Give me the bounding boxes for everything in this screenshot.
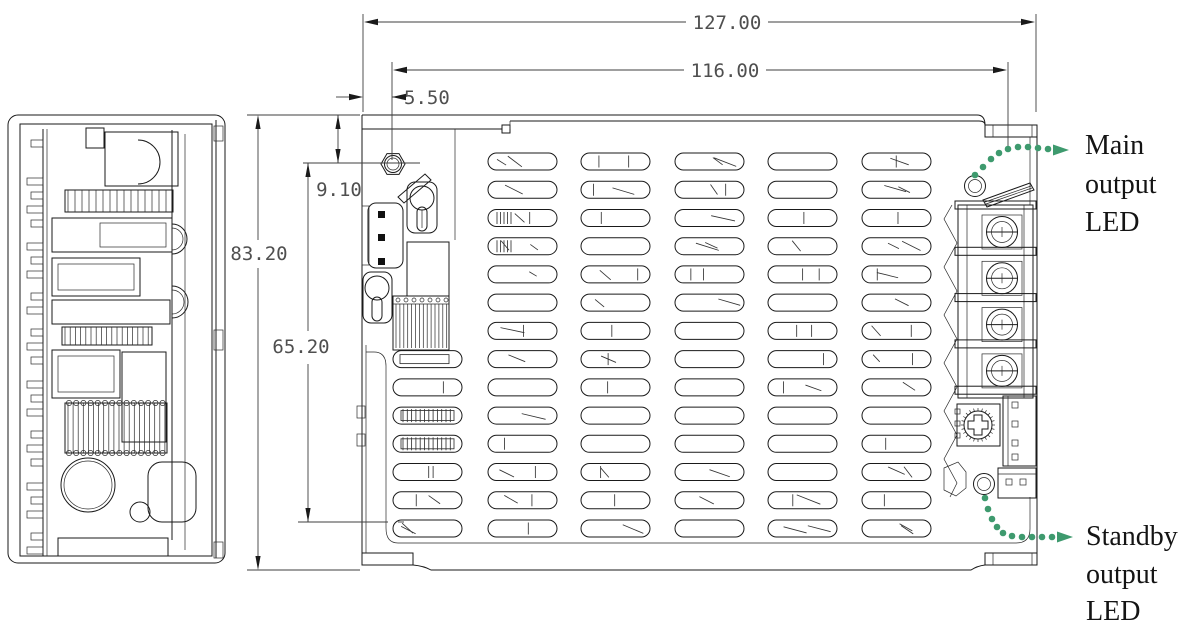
output-bay xyxy=(943,175,1037,499)
standby-led-label-line1: Standby xyxy=(1086,521,1178,552)
pcb-pin-comb xyxy=(26,139,44,555)
standby-led-label-line3: LED xyxy=(1086,596,1140,622)
label-strip xyxy=(982,182,1035,208)
vent-grid xyxy=(392,152,932,538)
side-view xyxy=(7,114,226,564)
dimensions: 127.00 116.00 5.50 83.20 xyxy=(230,12,1037,571)
heatsink-comb xyxy=(392,295,450,351)
header-comb xyxy=(67,190,167,212)
dim-label-top-offset: 9.10 xyxy=(316,179,362,201)
dotted-leader-main xyxy=(971,143,1052,179)
toroid-inductor xyxy=(66,400,166,456)
dim-label-inner-height: 65.20 xyxy=(272,336,329,358)
dim-label-edge-offset: 5.50 xyxy=(404,87,450,109)
potentiometer-1 xyxy=(406,181,438,234)
standby-output-led xyxy=(973,473,995,495)
connector-4pin xyxy=(1002,395,1037,467)
capacitor-outline xyxy=(60,457,116,513)
top-view xyxy=(356,114,1038,571)
hex-nut xyxy=(380,153,406,175)
potentiometer-2 xyxy=(362,271,393,324)
dim-label-inner-width: 116.00 xyxy=(691,60,760,82)
connector-2pin xyxy=(997,467,1037,499)
ac-inlet-connector xyxy=(361,202,404,269)
dim-overall-width: 127.00 xyxy=(364,12,1035,34)
main-led-label-line2: output xyxy=(1085,169,1157,200)
relay-block xyxy=(406,241,450,297)
main-led-label-line3: LED xyxy=(1085,207,1139,238)
dim-label-overall-height: 83.20 xyxy=(230,243,287,265)
standoff xyxy=(943,461,967,497)
main-led-callout: Main output LED xyxy=(971,130,1157,238)
leader-arrow-standby xyxy=(1057,531,1073,543)
main-led-label-line1: Main xyxy=(1085,130,1144,161)
dotted-leader-standby xyxy=(981,494,1056,541)
dim-label-overall-width: 127.00 xyxy=(693,12,762,34)
voltage-trimmer xyxy=(954,403,1001,447)
terminal-block xyxy=(954,200,1037,399)
dim-edge-offset: 5.50 xyxy=(336,87,450,109)
dim-inner-height: 65.20 xyxy=(272,163,330,522)
input-component-bay xyxy=(361,153,450,351)
winding-comb xyxy=(64,327,149,345)
standby-led-label-line2: output xyxy=(1086,559,1158,590)
dim-inner-width: 116.00 xyxy=(393,60,1007,82)
standby-led-callout: Standby output LED xyxy=(981,494,1178,622)
main-output-led xyxy=(964,175,986,197)
dim-top-offset: 9.10 xyxy=(316,115,362,201)
dim-overall-height: 83.20 xyxy=(230,115,288,570)
leader-arrow-main xyxy=(1053,144,1069,156)
